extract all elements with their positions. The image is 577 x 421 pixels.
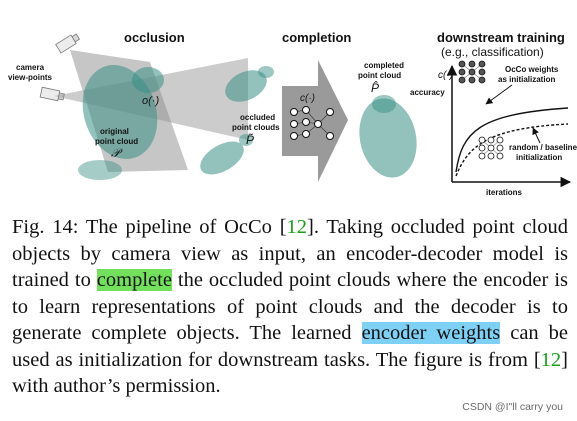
- figure-caption: Fig. 14: The pipeline of OcCo [12]. Taki…: [12, 214, 568, 400]
- highlight-complete: complete: [96, 269, 172, 291]
- caption-text: can be used as initialization for downst…: [12, 322, 569, 371]
- baseline-curve: [455, 123, 569, 177]
- occlusion-function-label: o(·): [142, 95, 159, 107]
- watermark: CSDN @I"ll carry you: [458, 401, 563, 413]
- caption-text: ] with author’s permission.: [12, 348, 568, 398]
- occluded-label: P̃: [246, 132, 254, 147]
- network-icon: [290, 106, 334, 140]
- network-icon: [478, 136, 504, 160]
- completed-point-cloud: [359, 95, 417, 178]
- training-plot: [446, 64, 572, 188]
- random-label: random / baseline: [509, 143, 577, 152]
- original-label: point cloud: [95, 137, 138, 146]
- iterations-label: iterations: [486, 188, 523, 197]
- completion-arrow: [282, 60, 348, 182]
- caption-text: Fig. 14: The pipeline of OcCo [: [12, 216, 287, 238]
- occluded-point-cloud: [225, 66, 274, 102]
- camera-icon: [55, 33, 81, 54]
- original-label: original: [100, 127, 129, 136]
- completion-title: completion: [282, 30, 351, 45]
- downstream-subtitle: (e.g., classification): [441, 45, 544, 59]
- pipeline-figure: occlusion completion downstream training…: [8, 30, 577, 197]
- occluded-point-cloud: [200, 134, 253, 175]
- citation-link[interactable]: 12: [540, 348, 562, 371]
- occo-weights-label: OcCo weights: [505, 65, 559, 74]
- occluded-label: point clouds: [232, 123, 280, 132]
- original-point-cloud: [78, 65, 164, 180]
- occo-curve: [455, 107, 569, 173]
- completed-label: point cloud: [358, 71, 401, 80]
- random-label: initialization: [516, 153, 562, 162]
- caption-text: ]. Taking occluded point cloud objects b…: [12, 216, 568, 291]
- completion-function-label: c(·): [300, 93, 315, 104]
- completed-label: completed: [364, 61, 404, 70]
- occluded-label: occluded: [240, 113, 275, 122]
- occo-weights-label: as initialization: [498, 75, 555, 84]
- camera-label: view-points: [8, 73, 53, 82]
- highlight-encoder-weights: encoder weights: [361, 322, 501, 344]
- network-icon: [458, 60, 486, 84]
- citation-link[interactable]: 12: [286, 216, 308, 238]
- camera-icon: [39, 86, 65, 102]
- accuracy-label: accuracy: [410, 88, 445, 97]
- occlusion-title: occlusion: [124, 30, 185, 45]
- completed-label: P̂: [371, 80, 379, 95]
- encoder-function-label: c(·): [438, 70, 453, 81]
- downstream-title: downstream training: [437, 30, 565, 45]
- caption-text: the occluded point clouds where the enco…: [12, 269, 568, 344]
- camera-label: camera: [16, 63, 45, 72]
